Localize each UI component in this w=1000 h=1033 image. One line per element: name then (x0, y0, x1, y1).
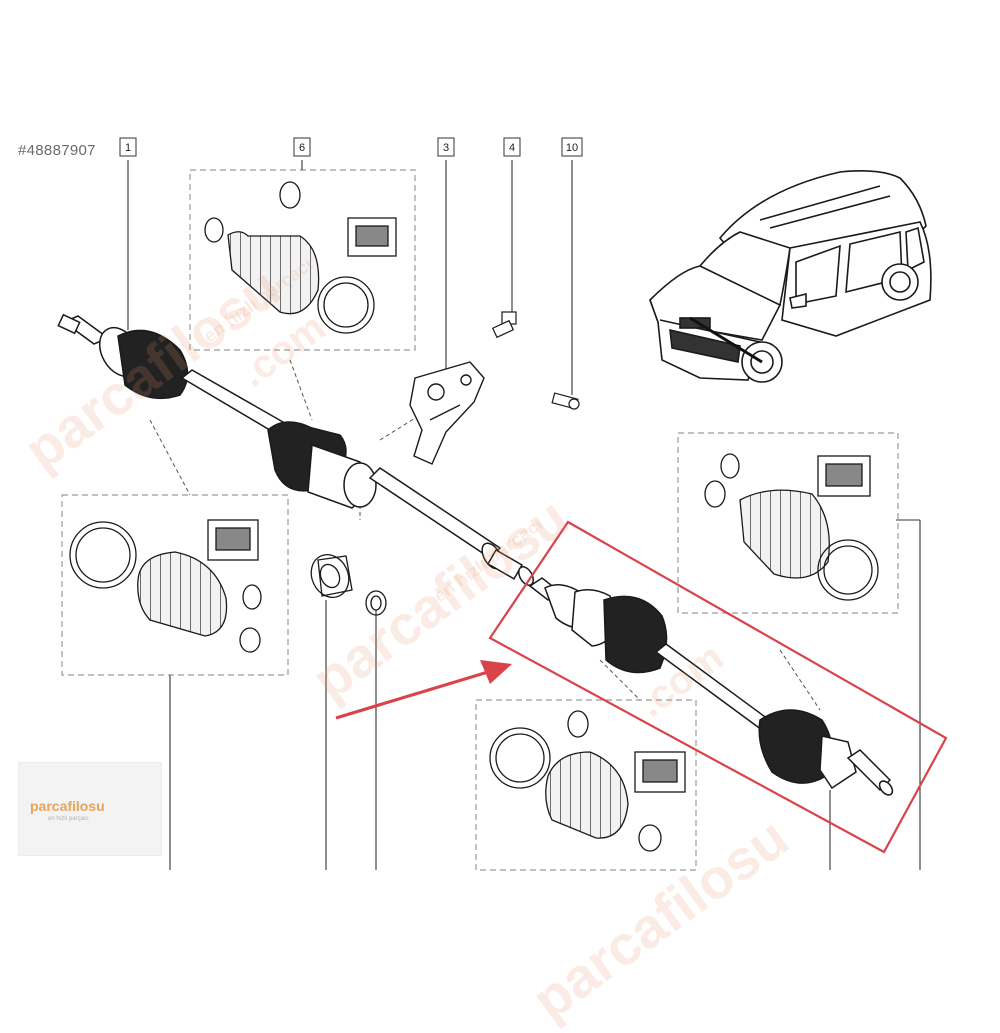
callout-1-label: 1 (125, 142, 131, 154)
boot-kit-top (204, 181, 397, 334)
boot-kit-left (69, 519, 262, 653)
boot-kit-bottom (489, 710, 686, 852)
highlight-arrow (335, 660, 512, 720)
vehicle-illustration (649, 170, 932, 383)
callout-6-label: 6 (299, 142, 305, 154)
callout-1: 1 (119, 137, 137, 157)
bolt-4 (491, 311, 517, 339)
reference-id: #48887907 (18, 142, 96, 159)
brand-logo-panel (18, 762, 162, 856)
callout-4-label: 4 (509, 142, 515, 154)
kit-frame-right (677, 432, 899, 614)
callout-10: 10 (561, 137, 583, 157)
leader-lines (127, 160, 921, 870)
kit-frame-bottom (475, 699, 697, 871)
bearing-bracket (409, 361, 485, 465)
highlight-frame (488, 520, 948, 854)
drive-shaft-right-highlighted (528, 577, 894, 796)
boot-kit-right (704, 453, 879, 601)
callout-4: 4 (503, 137, 521, 157)
callout-3: 3 (437, 137, 455, 157)
bolt-10 (551, 392, 580, 410)
brand-logo-tagline: en hızlı parçacı (48, 816, 89, 822)
brand-logo-text: parcafilosu (30, 798, 105, 814)
kit-frame-left (61, 494, 289, 676)
callout-10-label: 10 (566, 142, 578, 154)
support-bearing (310, 554, 353, 598)
callout-3-label: 3 (443, 142, 449, 154)
diagram-canvas: 1 6 3 4 10 (57, 137, 948, 871)
callout-6: 6 (293, 137, 311, 157)
circlip (365, 590, 387, 616)
drive-shaft-left (57, 313, 534, 586)
